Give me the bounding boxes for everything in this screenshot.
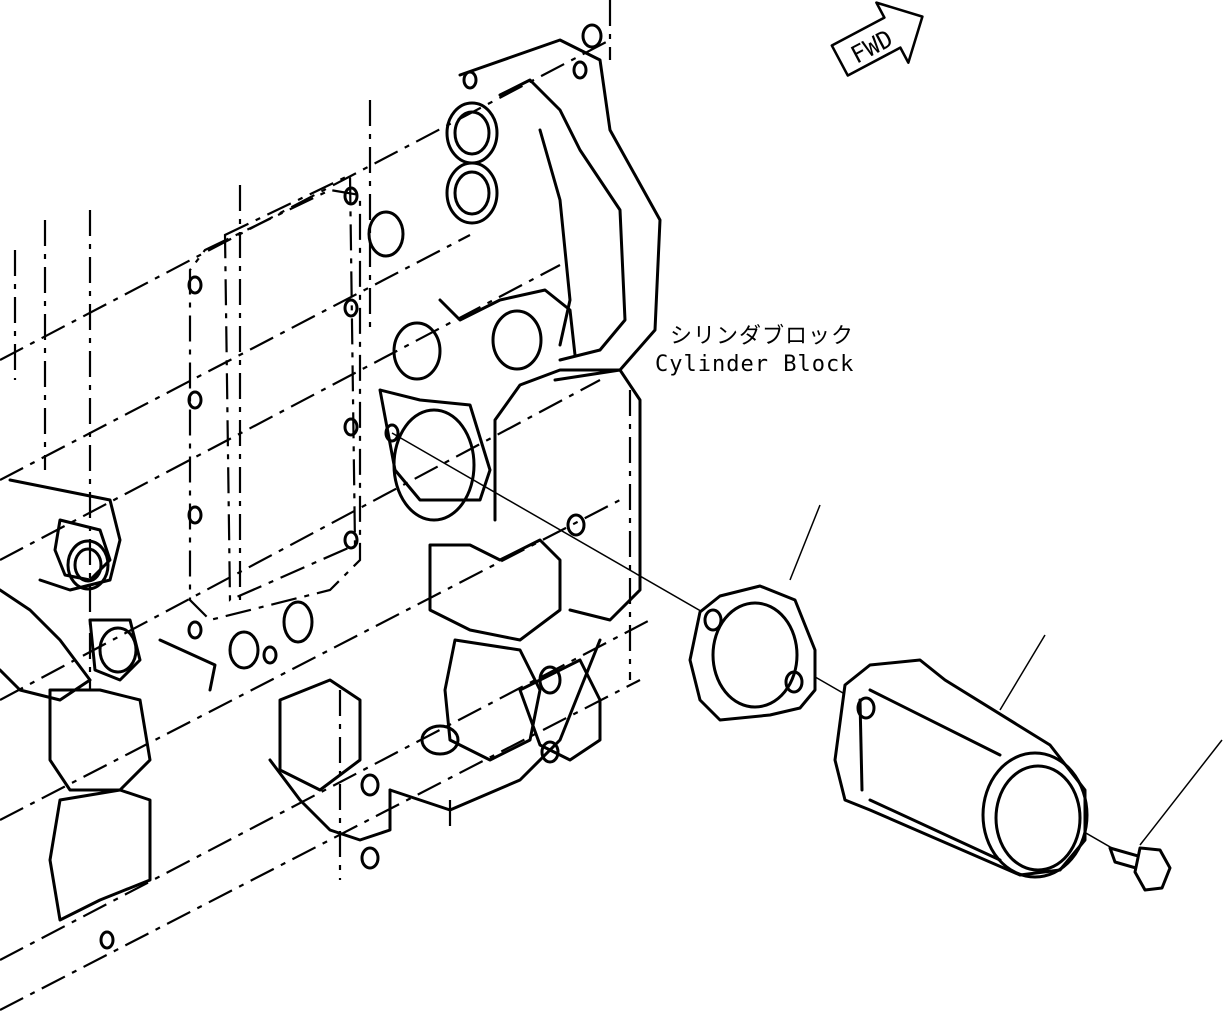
gasket — [688, 504, 821, 722]
fwd-direction-arrow: FWD — [830, 1, 924, 77]
cylinder-block-label-jp: シリンダブロック — [670, 324, 854, 349]
tube — [833, 634, 1089, 879]
cylinder-block — [0, 0, 662, 1011]
bolt — [1108, 739, 1223, 892]
cylinder-block-label-en: Cylinder Block — [655, 352, 854, 377]
